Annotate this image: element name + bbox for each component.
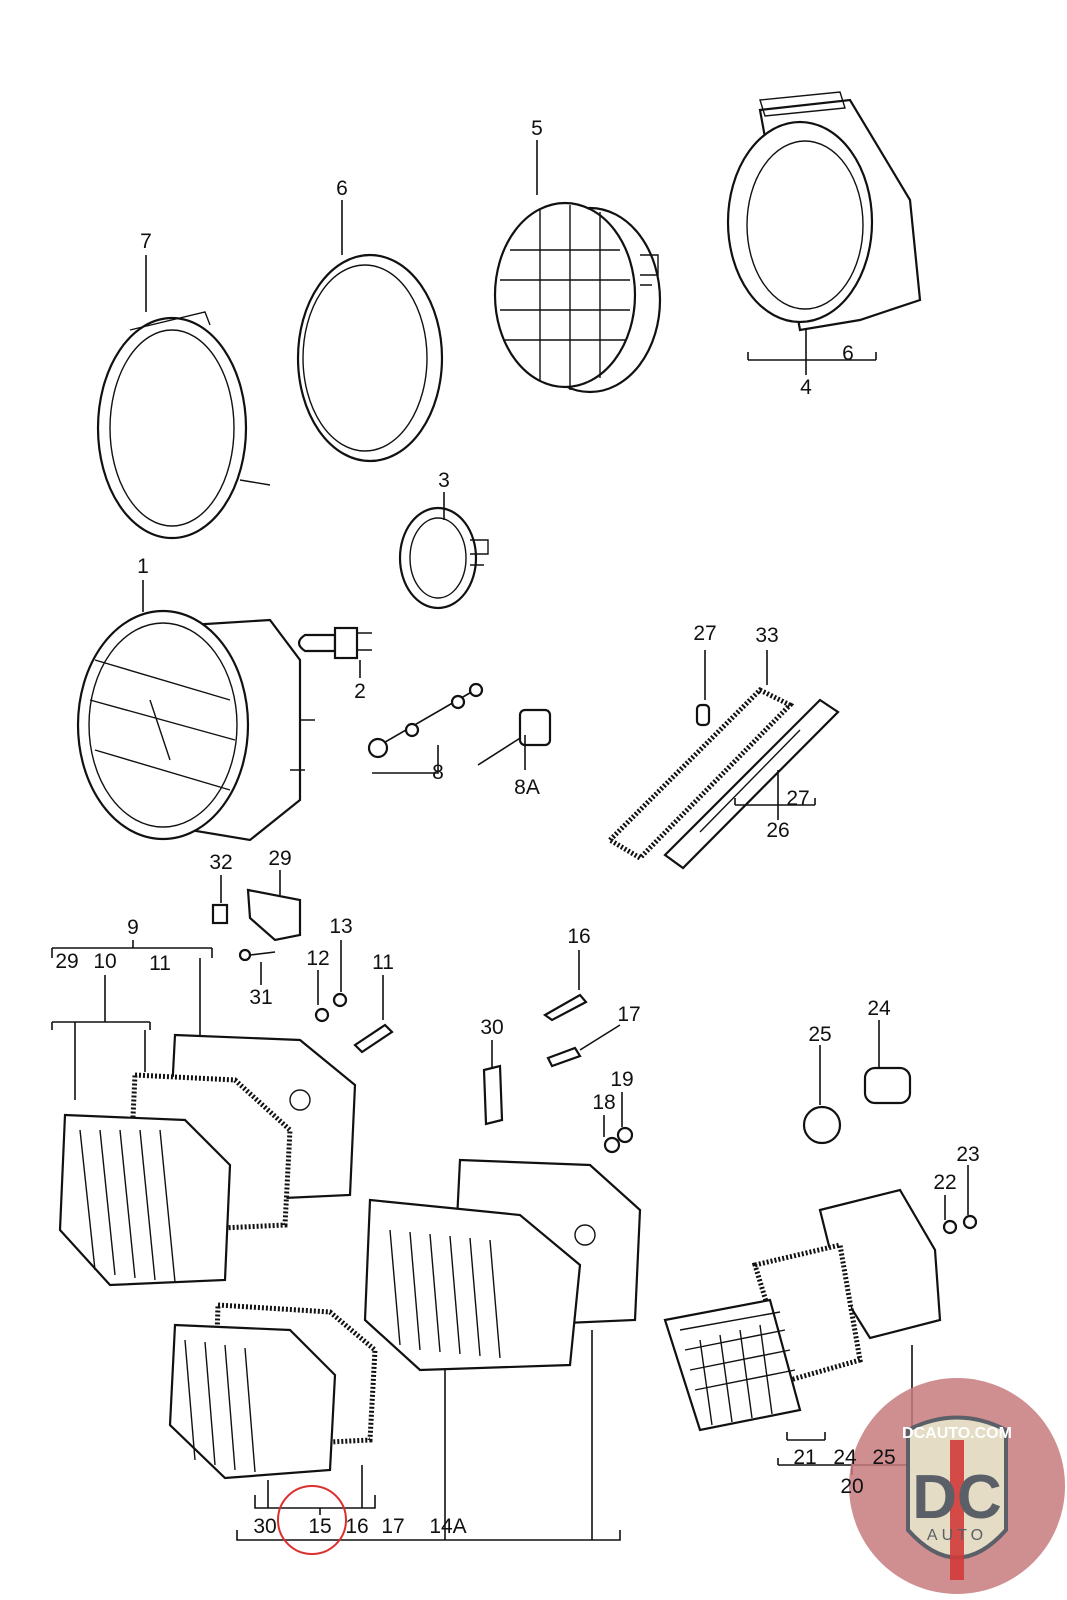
fog-lamp-strip-26 [605,650,840,870]
part-label[interactable]: 31 [249,986,272,1009]
leader-lines [142,140,538,678]
part-label[interactable]: 30 [253,1515,276,1538]
svg-text:DCAUTO.COM: DCAUTO.COM [902,1425,1012,1442]
part-label-highlighted[interactable]: 15 [308,1515,331,1538]
svg-text:DC: DC [912,1463,1002,1532]
part-label[interactable]: 24 [867,997,891,1020]
part-label[interactable]: 17 [617,1003,640,1026]
part-label[interactable]: 7 [140,230,152,253]
part-label[interactable]: 4 [800,376,812,399]
part-label[interactable]: 22 [933,1171,956,1194]
part-label[interactable]: 30 [480,1016,503,1039]
part-label[interactable]: 16 [345,1515,368,1538]
highlight-circle [277,1485,347,1555]
retaining-ring-6 [296,253,444,463]
part-label[interactable]: 26 [766,819,789,842]
sealed-beam-5 [493,201,662,394]
part-label[interactable]: 5 [531,117,543,140]
part-label[interactable]: 18 [592,1091,615,1114]
dcauto-watermark-logo: DCAUTO.COM DC AUTO [849,1378,1065,1594]
part-label[interactable]: 24 [833,1446,857,1469]
part-label[interactable]: 33 [755,624,778,647]
part-label[interactable]: 12 [306,947,329,970]
nuts-bulbs [314,940,634,1154]
rectangular-headlamp-14A [168,1158,642,1541]
headlight-housing-4 [726,91,922,332]
turn-signal-20 [663,1020,978,1475]
bracket-line-4 [747,330,877,375]
adjuster-8 [367,682,484,774]
part-label[interactable]: 29 [268,847,291,870]
part-label[interactable]: 10 [93,950,116,973]
part-label[interactable]: 2 [354,680,366,703]
part-labels: 7 6 5 6 4 3 1 2 8 8A 27 33 27 26 32 29 9… [55,117,979,1538]
trim-ring-7 [96,311,271,540]
part-label[interactable]: 23 [956,1143,979,1166]
part-label[interactable]: 1 [137,555,149,578]
part-label[interactable]: 27 [693,622,716,645]
svg-text:AUTO: AUTO [927,1527,987,1544]
part-label[interactable]: 25 [872,1446,895,1469]
rectangular-headlamp-9 [51,940,357,1287]
part-label[interactable]: 11 [372,951,394,974]
part-label[interactable]: 19 [610,1068,633,1091]
part-label[interactable]: 17 [381,1515,404,1538]
part-label[interactable]: 8A [514,776,540,799]
part-label[interactable]: 6 [336,177,348,200]
part-label[interactable]: 29 [55,950,78,973]
part-label[interactable]: 8 [432,761,444,784]
part-label[interactable]: 20 [840,1475,863,1498]
part-label[interactable]: 13 [329,915,352,938]
headlamp-unit-1 [76,609,315,842]
adjuster-8A [477,708,552,770]
part-label[interactable]: 27 [786,787,809,810]
part-label[interactable]: 25 [808,1023,831,1046]
bulb-2 [297,626,372,660]
bulb-socket-3 [398,506,489,610]
part-label[interactable]: 3 [438,469,450,492]
part-label[interactable]: 11 [149,952,171,975]
part-label[interactable]: 14A [429,1515,466,1538]
part-label[interactable]: 9 [127,916,139,939]
bracket-29 [211,870,302,985]
part-label[interactable]: 16 [567,925,590,948]
part-label[interactable]: 21 [793,1446,816,1469]
part-label[interactable]: 6 [842,342,854,365]
part-label[interactable]: 32 [209,851,232,874]
